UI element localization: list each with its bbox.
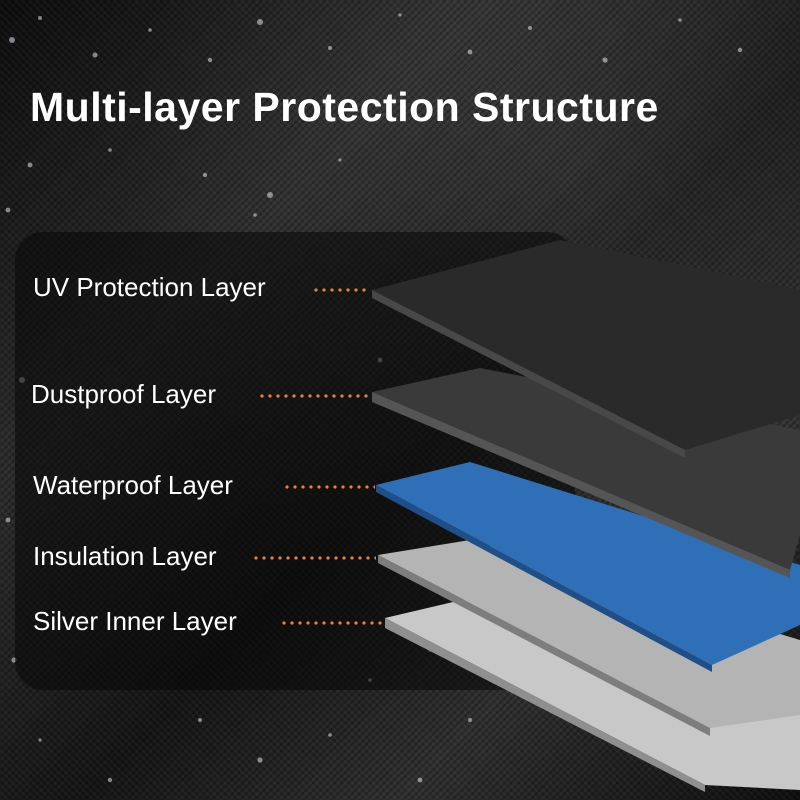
- layer-label-waterproof: Waterproof Layer: [33, 470, 233, 501]
- layer-label-uv-protection: UV Protection Layer: [33, 272, 266, 303]
- leader-line-dustproof: [258, 394, 370, 398]
- leader-line-uv-protection: [312, 288, 370, 292]
- leader-line-insulation: [252, 556, 376, 560]
- layer-label-dustproof: Dustproof Layer: [31, 379, 216, 410]
- layer-label-insulation: Insulation Layer: [33, 541, 217, 572]
- leader-line-waterproof: [283, 485, 375, 489]
- leader-line-silver-inner: [280, 621, 384, 625]
- layer-label-silver-inner: Silver Inner Layer: [33, 606, 237, 637]
